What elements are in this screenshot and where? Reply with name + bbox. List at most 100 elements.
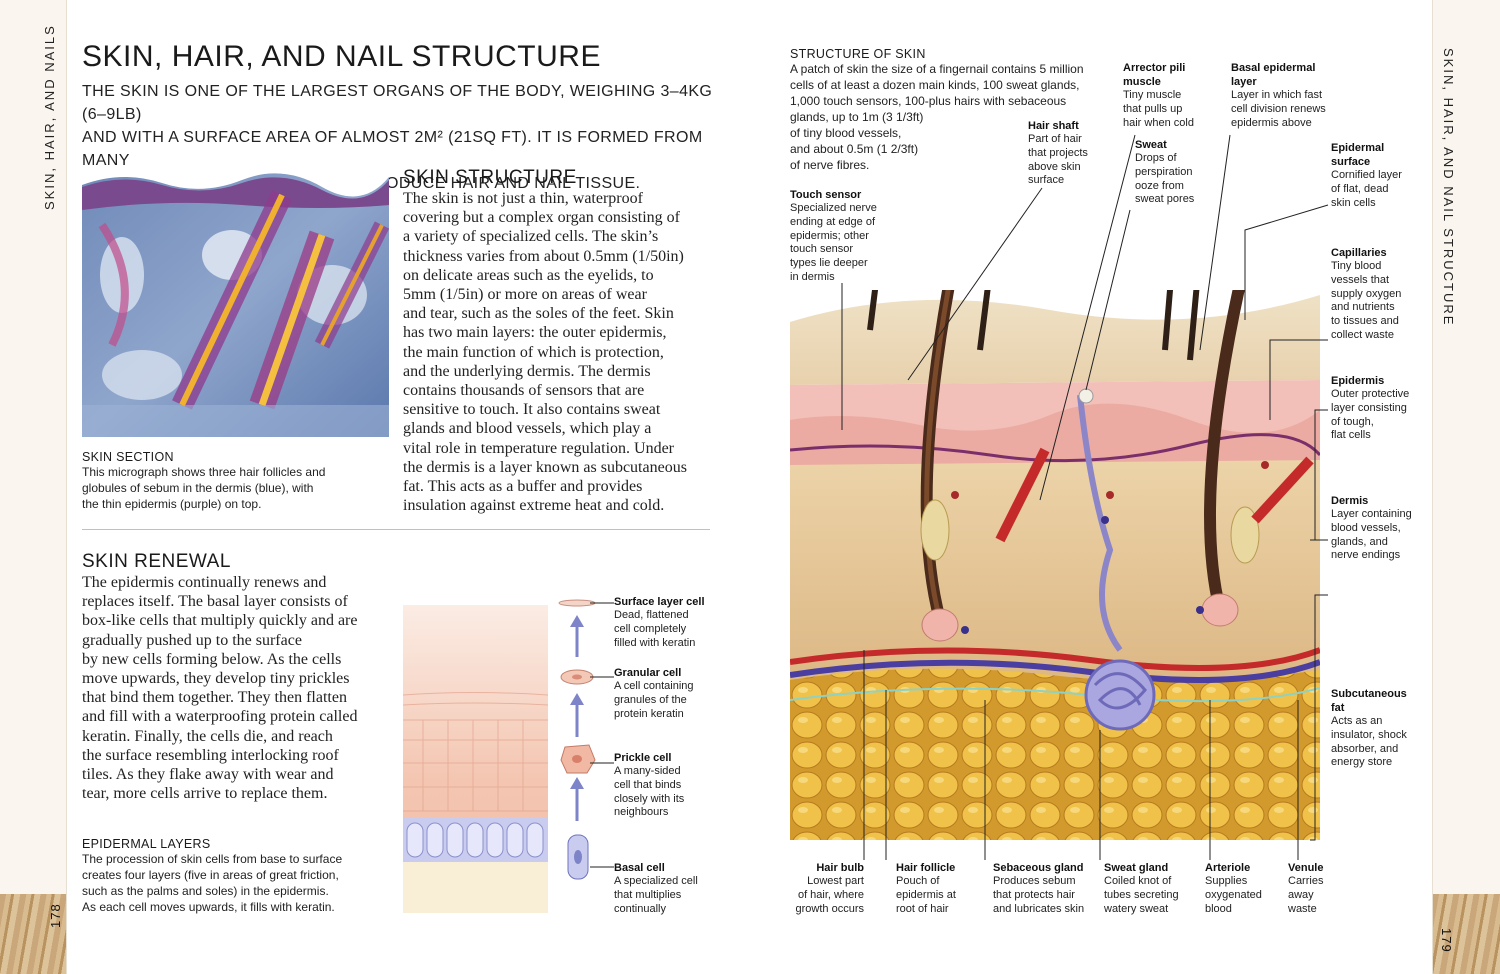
wood-texture-left xyxy=(0,894,66,974)
label-line: watery sweat xyxy=(1104,902,1169,915)
label-line: Carries xyxy=(1288,875,1324,887)
label-line: neighbours xyxy=(614,806,669,819)
skin-micrograph-image xyxy=(82,165,389,437)
label-title: Basal epidermal layer xyxy=(1231,62,1316,88)
label-subcutaneous-fat: Subcutaneous fat Acts as an insulator, s… xyxy=(1331,687,1426,770)
label-venule: Venule Carries away waste xyxy=(1288,861,1348,916)
wood-texture-right xyxy=(1433,894,1500,974)
label-line: and nutrients xyxy=(1331,301,1395,314)
label-line: cell that binds xyxy=(614,778,682,791)
label-line: epidermis; other xyxy=(790,229,869,242)
cell-leader-lines xyxy=(590,602,614,868)
label-line: nerve endings xyxy=(1331,549,1401,562)
label-title: Hair follicle xyxy=(896,862,956,874)
label-line: absorber, and xyxy=(1331,742,1399,755)
label-line: touch sensor xyxy=(790,243,853,256)
label-line: continually xyxy=(614,902,666,915)
structure-line: cells of at least a dozen main kinds, 10… xyxy=(790,78,1080,92)
label-line: growth occurs xyxy=(795,902,864,915)
caption-heading: SKIN SECTION xyxy=(82,450,174,464)
label-line: of flat, dead xyxy=(1331,182,1389,195)
label-line: Supplies xyxy=(1205,875,1248,887)
label-title: Basal cell xyxy=(614,862,665,874)
body-line: move upwards, they develop tiny prickles xyxy=(82,670,350,688)
label-basal-cell: Basal cell A specialized cell that multi… xyxy=(614,861,724,916)
label-line: Outer protective xyxy=(1331,388,1410,400)
label-title: Arteriole xyxy=(1205,862,1251,874)
label-line: closely with its xyxy=(614,792,685,805)
label-line: layer consisting xyxy=(1331,401,1407,414)
left-margin-strip xyxy=(0,0,67,974)
label-title: Dermis xyxy=(1331,495,1369,507)
label-title: Surface layer cell xyxy=(614,596,705,608)
label-line: blood vessels, xyxy=(1331,521,1401,534)
structure-line: and about 0.5m (1 2/3ft) xyxy=(790,142,919,156)
body-line: contains thousands of sensors that are xyxy=(403,382,645,400)
label-line: Tiny blood xyxy=(1331,260,1382,272)
label-line: Pouch of xyxy=(896,875,940,887)
page-number-left: 178 xyxy=(48,903,63,928)
label-line: Specialized nerve xyxy=(790,202,877,214)
label-title: Epidermis xyxy=(1331,375,1385,387)
label-hair-shaft: Hair shaft Part of hair that projects ab… xyxy=(1028,119,1118,188)
page-title: SKIN, HAIR, AND NAIL STRUCTURE xyxy=(82,40,601,73)
skin-section-caption: SKIN SECTION This micrograph shows three… xyxy=(82,450,382,512)
label-line: Coiled knot of xyxy=(1104,875,1172,887)
body-line: tear, more cells arrive to replace them. xyxy=(82,785,328,803)
body-line: the main function of which is protection… xyxy=(403,343,664,361)
body-line: replaces itself. The basal layer consist… xyxy=(82,593,348,611)
structure-line: of tiny blood vessels, xyxy=(790,126,902,140)
caption-line: As each cell moves upwards, it fills wit… xyxy=(82,900,335,914)
label-line: ending at edge of xyxy=(790,215,876,228)
label-line: glands, and xyxy=(1331,535,1388,548)
label-line: types lie deeper xyxy=(790,257,868,270)
label-sebaceous-gland: Sebaceous gland Produces sebum that prot… xyxy=(993,861,1098,916)
label-line: Tiny muscle xyxy=(1123,89,1182,101)
diagram-leader-lines xyxy=(841,134,1329,860)
body-line: The skin is not just a thin, waterproof xyxy=(403,190,643,207)
section-divider xyxy=(82,529,710,530)
label-line: waste xyxy=(1288,902,1317,915)
label-line: ooze from xyxy=(1135,179,1184,192)
label-line: Lowest part xyxy=(807,875,864,887)
label-line: blood xyxy=(1205,902,1232,915)
structure-line: A patch of skin the size of a fingernail… xyxy=(790,62,1084,76)
caption-line: globules of sebum in the dermis (blue), … xyxy=(82,481,314,495)
label-line: A cell containing xyxy=(614,680,694,692)
label-prickle-cell: Prickle cell A many-sided cell that bind… xyxy=(614,751,724,820)
body-line: and fill with a waterproofing protein ca… xyxy=(82,708,358,726)
label-title: Epidermal surface xyxy=(1331,142,1385,168)
structure-of-skin-text: STRUCTURE OF SKIN A patch of skin the si… xyxy=(790,47,1120,173)
label-title: Hair bulb xyxy=(816,862,864,874)
body-line: vital role in temperature regulation. Un… xyxy=(403,439,675,457)
label-title: Sweat gland xyxy=(1104,862,1169,874)
structure-line: 1,000 touch sensors, 100-plus hairs with… xyxy=(790,94,1067,108)
body-line: by new cells forming below. As the cells xyxy=(82,650,342,668)
label-title: Granular cell xyxy=(614,667,682,679)
body-line: sensitive to touch. It also contains swe… xyxy=(403,401,661,419)
label-arteriole: Arteriole Supplies oxygenated blood xyxy=(1205,861,1285,916)
label-title: Subcutaneous fat xyxy=(1331,688,1407,714)
structure-heading: STRUCTURE OF SKIN xyxy=(790,47,926,61)
label-line: of hair, where xyxy=(797,888,864,901)
label-line: Part of hair xyxy=(1028,133,1082,145)
label-line: cell division renews xyxy=(1231,102,1326,115)
structure-line: of nerve fibres. xyxy=(790,158,870,172)
caption-line: such as the palms and soles) in the epid… xyxy=(82,884,329,898)
label-line: tubes secreting xyxy=(1104,888,1179,901)
label-epidermal-surface: Epidermal surface Cornified layer of fla… xyxy=(1331,141,1426,210)
caption-line: The procession of skin cells from base t… xyxy=(82,852,343,866)
intro-line: AND WITH A SURFACE AREA OF ALMOST 2M² (2… xyxy=(82,129,703,169)
label-line: Layer in which fast xyxy=(1231,89,1323,101)
body-line: and the underlying dermis. The dermis xyxy=(403,362,651,380)
body-line: has two main layers: the outer epidermis… xyxy=(403,324,667,342)
label-dermis: Dermis Layer containing blood vessels, g… xyxy=(1331,494,1426,563)
label-arrector-pili-muscle: Arrector pili muscle Tiny muscle that pu… xyxy=(1123,61,1223,130)
label-line: cell completely xyxy=(614,622,687,635)
body-line: the dermis is a layer known as subcutane… xyxy=(403,458,687,476)
label-line: skin cells xyxy=(1331,196,1376,209)
cell-progression-diagram xyxy=(558,599,596,880)
label-line: supply oxygen xyxy=(1331,287,1402,300)
body-line: 5mm (1/5in) or more on areas of wear xyxy=(403,286,647,304)
label-basal-epidermal-layer: Basal epidermal layer Layer in which fas… xyxy=(1231,61,1331,130)
